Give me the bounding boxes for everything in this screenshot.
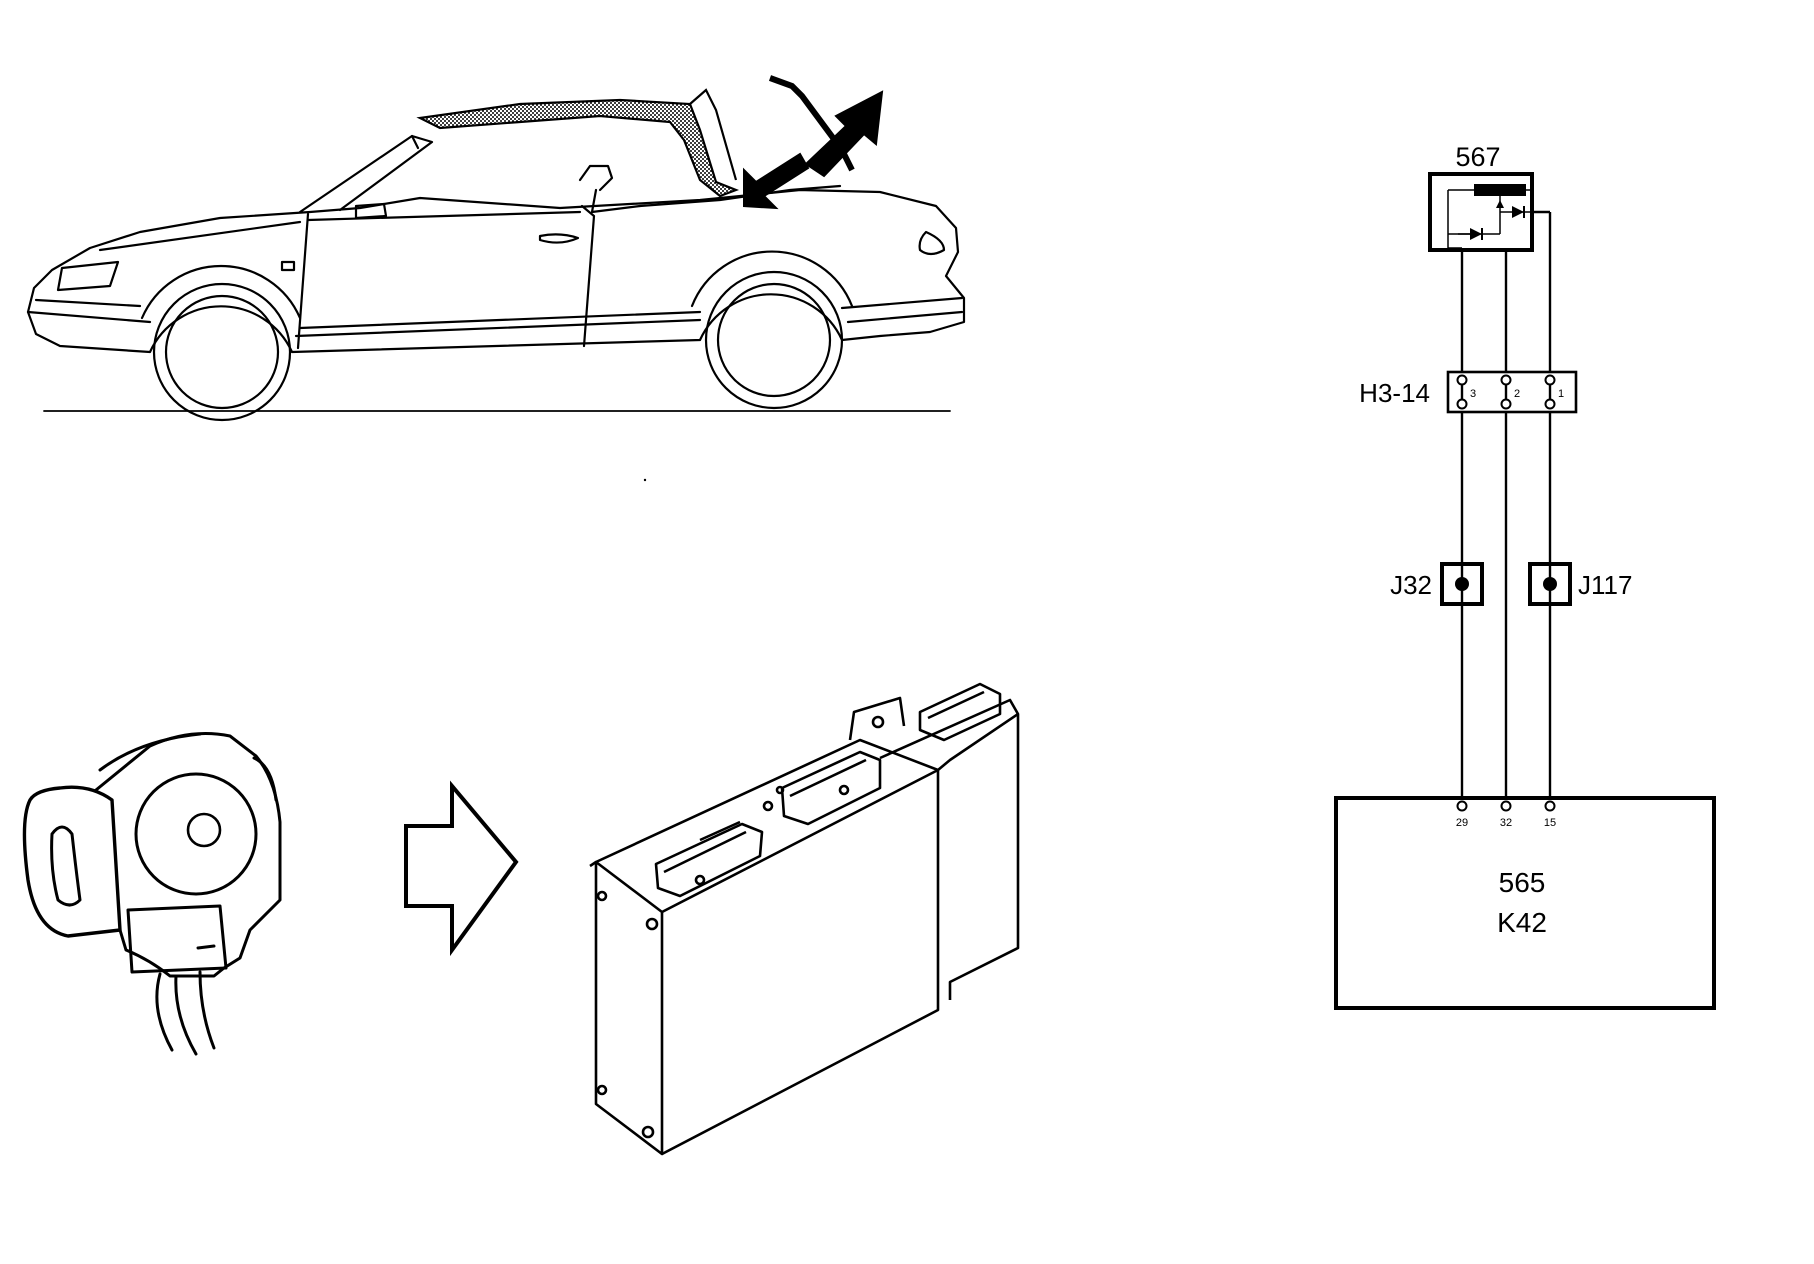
control-module-icon <box>589 682 1020 1156</box>
connector-h3-14-label: H3-14 <box>1359 378 1430 408</box>
junction-j117 <box>1528 562 1572 606</box>
junction-j32 <box>1440 562 1484 606</box>
wiring-schematic: 567 H3-14 3 2 1 <box>1334 142 1716 1010</box>
junction-j32-label: J32 <box>1390 570 1432 600</box>
stray-dot <box>643 478 647 482</box>
connector-pin-2: 2 <box>1514 388 1520 400</box>
module-label-565: 565 <box>1499 867 1546 898</box>
component-567 <box>1428 172 1534 252</box>
module-pin-32: 32 <box>1500 817 1512 829</box>
junction-j117-label: J117 <box>1578 570 1632 600</box>
convertible-car-icon <box>26 134 966 422</box>
module-label-k42: K42 <box>1497 907 1547 938</box>
module-pin-29: 29 <box>1456 817 1468 829</box>
right-arrow-icon <box>404 780 519 957</box>
control-module-box <box>1334 796 1716 1010</box>
connector-pin-3: 3 <box>1470 388 1476 400</box>
motion-arrows-icon <box>743 75 884 210</box>
connector-h3-14 <box>1446 370 1578 414</box>
component-567-label: 567 <box>1455 142 1500 172</box>
module-pin-15: 15 <box>1544 817 1556 829</box>
soft-top-icon <box>416 88 740 198</box>
position-sensor-icon <box>22 732 282 1056</box>
connector-pin-1: 1 <box>1558 388 1564 400</box>
